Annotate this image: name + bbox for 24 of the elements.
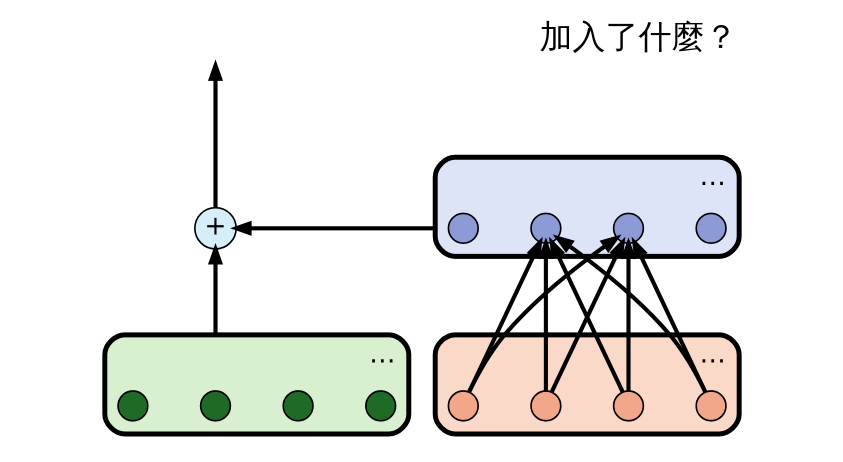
arrow: [207, 243, 223, 335]
node-circle: [612, 390, 644, 422]
arrow: [538, 237, 553, 391]
node-circle: [447, 390, 478, 422]
node-circle: [447, 212, 478, 244]
node-circle: [199, 390, 231, 422]
node-circle: [612, 212, 644, 244]
arrow: [466, 236, 542, 393]
diagram-title: 加入了什麼？: [538, 16, 737, 56]
arrow: [230, 220, 435, 236]
node-circle: [530, 212, 562, 244]
arrow: [466, 234, 622, 393]
node-circle: [116, 390, 148, 422]
node-circle: [530, 390, 562, 422]
arrow: [552, 234, 707, 393]
arrow: [620, 237, 636, 391]
cluster: …: [432, 332, 742, 436]
arrow: [207, 59, 223, 208]
node-circle: [694, 390, 726, 422]
node-circle: [364, 390, 396, 422]
node-circle: [282, 390, 314, 422]
cluster: …: [102, 332, 411, 436]
node-circle: [694, 212, 726, 244]
node-circle: +: [194, 206, 236, 250]
